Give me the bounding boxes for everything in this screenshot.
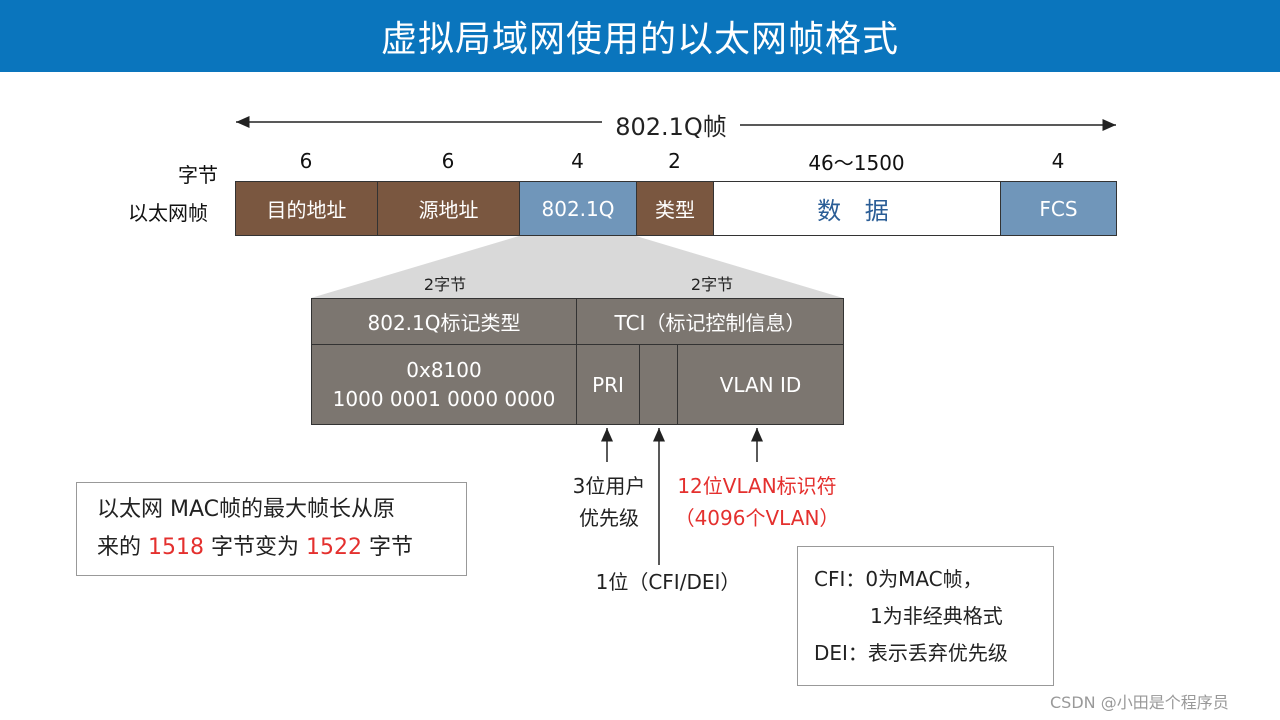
vlan-desc-line2: （4096个VLAN） [674,506,840,530]
vlan-description: 12位VLAN标识符 （4096个VLAN） [668,470,846,534]
tag-tci-bytes: 2字节 [690,275,734,294]
note-text: 来的 [97,535,148,560]
cfi-field [639,344,678,425]
bytes-src: 6 [441,149,455,173]
pri-desc-line1: 3位用户 [572,474,646,498]
field-8021q: 802.1Q [519,181,637,236]
bytes-dest: 6 [299,149,313,173]
note-left-line1: 以太网 MAC帧的最大帧长从原 [97,497,395,522]
note-left-line2: 来的 1518 字节变为 1522 字节 [97,529,466,567]
page-title: 虚拟局域网使用的以太网帧格式 [380,19,899,60]
cfi-dei-note: CFI：0为MAC帧， 1为非经典格式 DEI：表示丢弃优先级 [797,546,1054,686]
new-length-value: 1522 [306,535,362,560]
old-length-value: 1518 [148,535,204,560]
note-text: 字节 [362,535,413,560]
bytes-fcs: 4 [1051,149,1065,173]
vlan-id-field: VLAN ID [677,344,844,425]
title-banner: 虚拟局域网使用的以太网帧格式 [0,0,1280,72]
field-fcs: FCS [1000,181,1117,236]
cfi-description: 1位（CFI/DEI） [595,569,741,594]
pri-field: PRI [576,344,640,425]
tag-type-binary: 1000 0001 0000 0000 [332,386,556,411]
watermark: CSDN @小田是个程序员 [1050,693,1229,712]
frame-length-note: 以太网 MAC帧的最大帧长从原 来的 1518 字节变为 1522 字节 [76,482,467,576]
frame-span-label: 802.1Q帧 [602,106,740,142]
tag-type-value: 0x8100 1000 0001 0000 0000 [311,344,577,425]
bytes-tag: 4 [571,149,584,173]
bytes-data: 46～1500 [808,150,905,175]
note-right-line3: DEI：表示丢弃优先级 [814,641,1008,665]
pri-desc-line2: 优先级 [579,506,639,530]
note-text: 字节变为 [204,535,306,560]
field-type: 类型 [636,181,714,236]
tag-type-bytes: 2字节 [423,275,467,294]
tag-expansion-shape [311,236,843,298]
pri-description: 3位用户 优先级 [567,470,651,534]
field-dest-address: 目的地址 [235,181,378,236]
field-src-address: 源地址 [377,181,520,236]
note-right-line1: CFI：0为MAC帧， [814,567,983,591]
vlan-desc-line1: 12位VLAN标识符 [677,474,837,498]
bytes-row-label: 字节 [178,163,218,187]
field-data: 数 据 [713,181,1001,236]
frame-row-label: 以太网帧 [128,201,208,225]
bytes-type: 2 [668,149,681,173]
tci-header: TCI（标记控制信息） [576,298,844,345]
tag-type-hex: 0x8100 [406,357,482,382]
note-right-line2: 1为非经典格式 [870,604,1003,628]
tag-type-header: 802.1Q标记类型 [311,298,577,345]
